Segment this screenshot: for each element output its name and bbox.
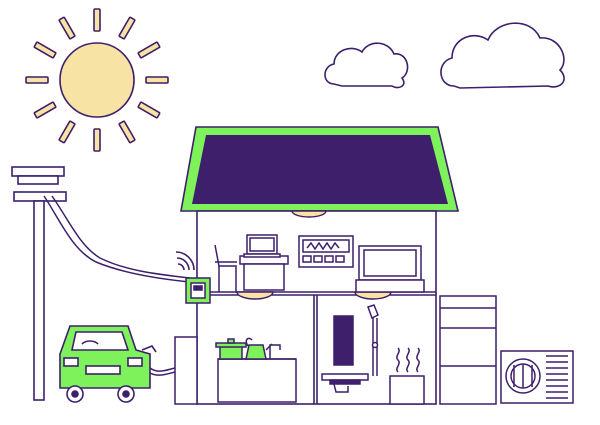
cloud-icon	[324, 42, 409, 89]
cloud-icon	[440, 22, 565, 89]
kitchen-sink-icon	[217, 344, 297, 403]
chair-icon	[214, 244, 237, 292]
heat-pump-icon	[500, 350, 574, 404]
pot-icon	[215, 338, 247, 360]
microwave-icon	[298, 235, 354, 268]
charging-cable-icon	[147, 367, 176, 376]
shower-icon	[333, 304, 379, 376]
electric-car-icon	[59, 325, 157, 403]
utility-pole-icon	[11, 166, 67, 401]
solar-panel-icon	[180, 126, 460, 212]
battery-storage-icon	[174, 336, 198, 405]
television-icon	[355, 245, 425, 293]
sun-icon	[25, 8, 169, 152]
kettle-icon	[245, 337, 273, 360]
ceiling-lamp-icon	[236, 210, 392, 300]
bathtub-icon	[321, 373, 369, 393]
smart-meter-icon	[185, 277, 211, 304]
water-heater-icon	[389, 347, 425, 405]
desk-icon	[239, 255, 289, 291]
laptop-icon	[243, 234, 281, 258]
refrigerator-icon	[439, 295, 497, 405]
wifi-signal-icon	[175, 251, 195, 271]
